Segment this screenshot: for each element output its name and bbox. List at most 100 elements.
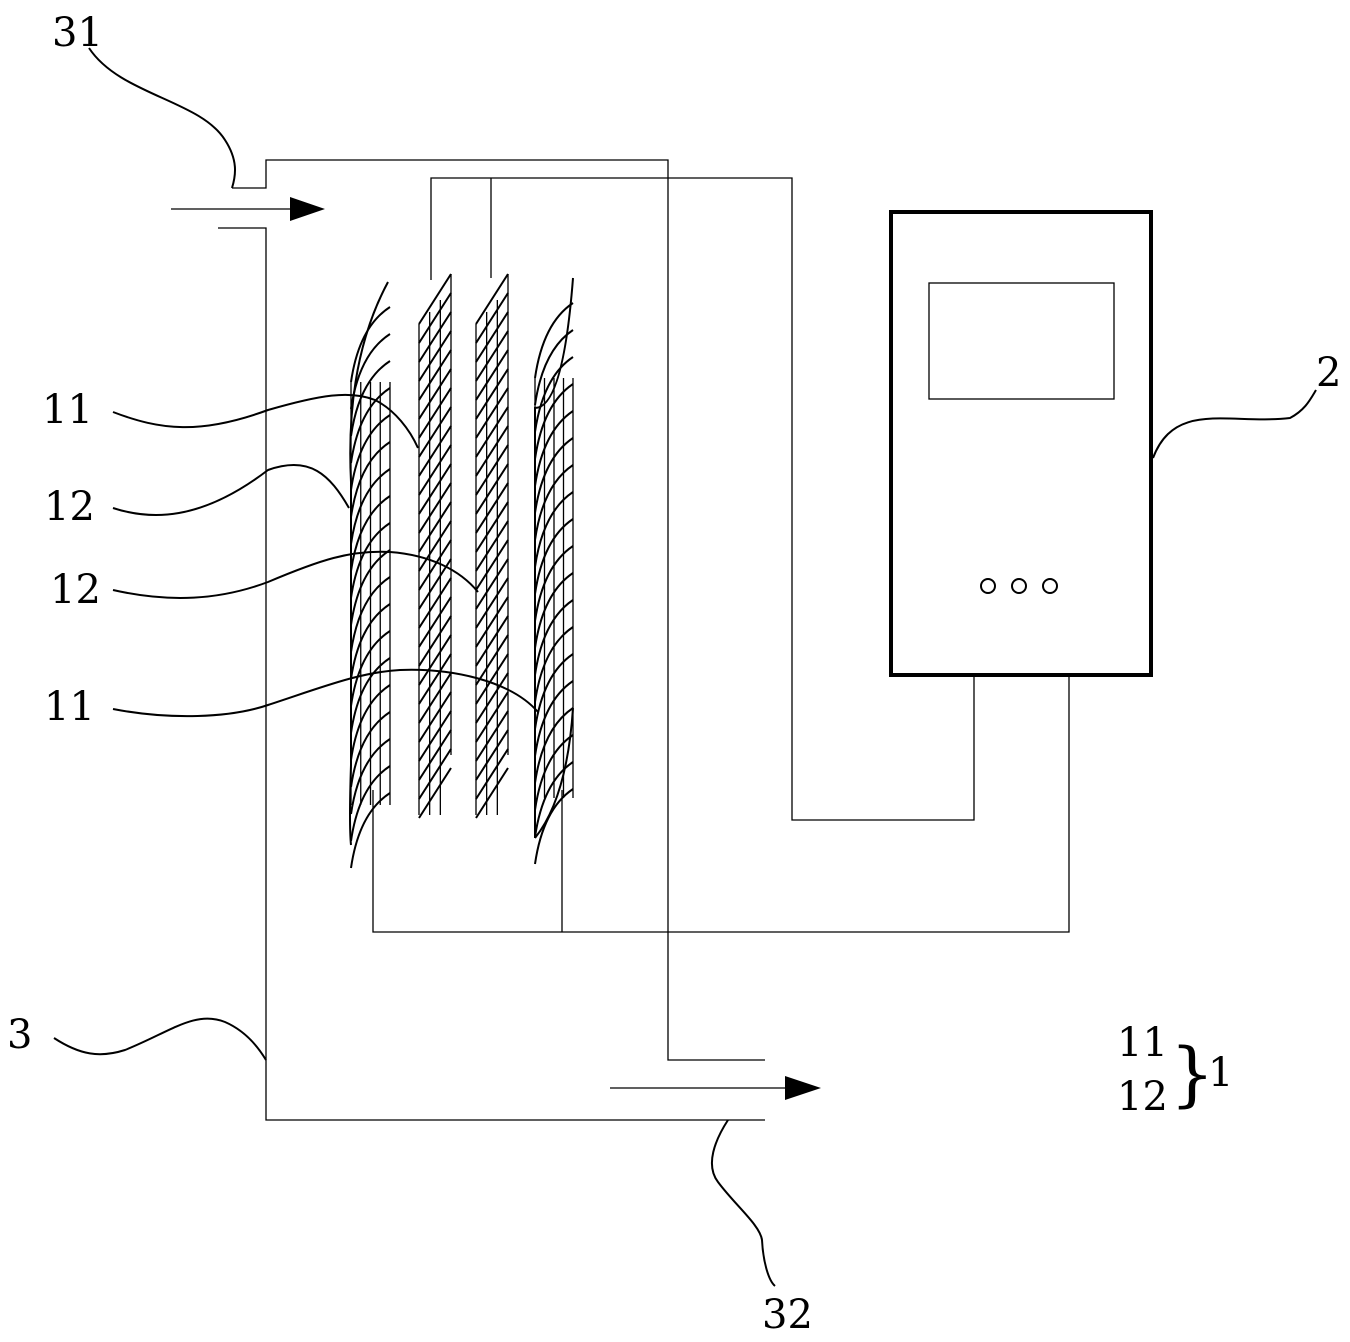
mesh-curved-line — [350, 603, 391, 680]
mesh-curved-line — [534, 383, 574, 460]
mesh-curved-line — [350, 711, 391, 788]
mesh-diagonal-line — [475, 311, 509, 363]
mesh-curved-line — [534, 545, 574, 622]
inlet-arrow — [171, 197, 325, 221]
mesh-diagonal-line — [475, 501, 509, 553]
mesh-diagonal-line — [418, 596, 452, 648]
mesh-diagonal-line — [418, 368, 452, 420]
label-inlet: 31 — [52, 10, 103, 56]
label-electrode-11-b: 11 — [44, 684, 95, 730]
mesh-curved-line — [534, 734, 574, 811]
mesh-curved-line — [350, 576, 391, 653]
mesh-diagonal-line — [475, 539, 509, 591]
mesh-curved-line — [534, 410, 574, 487]
leader-inlet — [88, 47, 236, 189]
mesh-curved-line — [350, 657, 391, 734]
label-controller: 2 — [1316, 350, 1341, 396]
mesh-diagonal-line — [475, 368, 509, 420]
leader-lines — [53, 47, 1317, 1287]
controller-display — [928, 282, 1115, 400]
mesh-curved-line — [534, 626, 574, 703]
mesh-curved-line — [350, 495, 391, 572]
mesh-diagonal-line — [418, 311, 452, 363]
mesh-curved-line — [534, 518, 574, 595]
indicator-light-2 — [1011, 578, 1027, 594]
mesh-diagonal-line — [475, 672, 509, 724]
mesh-diagonal-line — [418, 444, 452, 496]
mesh-diagonal-line — [418, 577, 452, 629]
mesh-diagonal-line — [418, 653, 452, 705]
mesh-diagonal-line — [418, 520, 452, 572]
mesh-diagonal-line — [418, 501, 452, 553]
leader-electrode-11-b — [112, 668, 539, 718]
mesh-diagonal-line — [418, 406, 452, 458]
mesh-diagonal-line — [475, 729, 509, 781]
legend-member-12: 12 — [1117, 1074, 1168, 1120]
mesh-diagonal-line — [475, 330, 509, 382]
mesh-curved-line — [534, 356, 574, 433]
mesh-diagonal-line — [475, 387, 509, 439]
leader-controller — [1152, 389, 1317, 459]
mesh-curved-line — [350, 414, 391, 491]
mesh-diagonal-line — [418, 710, 452, 762]
lower-wire — [372, 676, 1070, 933]
container — [218, 159, 765, 1121]
mesh-diagonal-line — [475, 558, 509, 610]
indicator-light-3 — [1042, 578, 1058, 594]
mesh-outline — [349, 281, 389, 846]
mesh-diagonal-line — [418, 349, 452, 401]
label-container: 3 — [7, 1012, 32, 1058]
mesh-diagonal-line — [475, 767, 509, 819]
mesh-diagonal-line — [475, 691, 509, 743]
mesh-curved-line — [534, 464, 574, 541]
electrode-plate-4 — [534, 277, 574, 865]
mesh-diagonal-line — [418, 767, 452, 819]
leader-electrode-12-b — [112, 550, 479, 599]
container-lower-wall — [218, 227, 765, 1121]
mesh-diagonal-line — [418, 292, 452, 344]
electrode-plate-1 — [349, 281, 391, 869]
mesh-diagonal-line — [418, 539, 452, 591]
mesh-diagonal-line — [475, 292, 509, 344]
mesh-curved-line — [534, 653, 574, 730]
mesh-diagonal-line — [418, 729, 452, 781]
mesh-diagonal-line — [418, 672, 452, 724]
electrode-plate-3 — [475, 273, 509, 819]
label-outlet: 32 — [762, 1292, 813, 1338]
mesh-diagonal-line — [418, 330, 452, 382]
indicator-light-1 — [980, 578, 996, 594]
mesh-curved-line — [350, 441, 391, 518]
controller — [889, 210, 1153, 677]
mesh-outline — [534, 277, 574, 838]
mesh-curved-line — [534, 707, 574, 784]
mesh-curved-line — [350, 630, 391, 707]
mesh-curved-line — [350, 792, 391, 869]
electrode-plate-2 — [418, 273, 452, 819]
mesh-diagonal-line — [475, 596, 509, 648]
mesh-diagonal-line — [418, 748, 452, 800]
mesh-diagonal-line — [418, 691, 452, 743]
mesh-diagonal-line — [475, 710, 509, 762]
mesh-curved-line — [350, 468, 391, 545]
controller-housing — [889, 210, 1153, 677]
wiring — [372, 177, 1070, 933]
leader-container — [53, 1017, 267, 1061]
mesh-diagonal-line — [475, 653, 509, 705]
mesh-curved-line — [534, 680, 574, 757]
label-electrode-11-a: 11 — [42, 387, 93, 433]
mesh-diagonal-line — [418, 425, 452, 477]
reference-labels: 31 2 11 12 12 11 3 32 — [7, 10, 1341, 1338]
mesh-diagonal-line — [475, 577, 509, 629]
mesh-curved-line — [350, 549, 391, 626]
mesh-curved-line — [534, 761, 574, 838]
mesh-diagonal-line — [475, 520, 509, 572]
mesh-diagonal-line — [418, 615, 452, 667]
mesh-curved-line — [534, 302, 574, 379]
mesh-curved-line — [534, 491, 574, 568]
mesh-curved-line — [350, 684, 391, 761]
legend-group: 1 — [1208, 1050, 1233, 1096]
mesh-diagonal-line — [475, 634, 509, 686]
mesh-diagonal-line — [475, 349, 509, 401]
label-electrode-12-b: 12 — [50, 567, 101, 613]
mesh-diagonal-line — [475, 482, 509, 534]
